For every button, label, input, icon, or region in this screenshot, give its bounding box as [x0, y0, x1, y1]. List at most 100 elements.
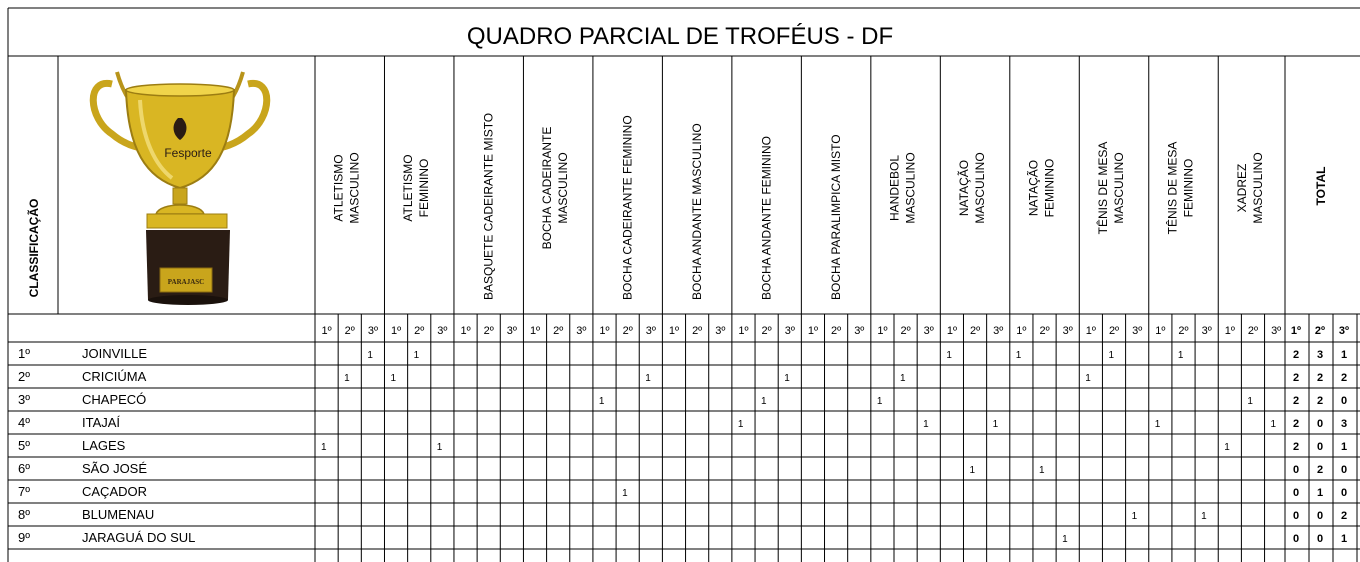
total-place-label: 1º	[1291, 325, 1301, 337]
sport-header-line2: MASCULINO	[348, 152, 362, 223]
place-label: 3º	[368, 325, 378, 337]
trophy-brand: Fesporte	[164, 146, 212, 160]
place-label: 1º	[738, 325, 748, 337]
row-city: CHAPECÓ	[82, 392, 146, 407]
medal-count-cell: 1	[1155, 419, 1161, 430]
sport-header-line1: TÊNIS DE MESA	[1095, 142, 1110, 235]
place-label: 3º	[1202, 325, 1212, 337]
medal-count-cell: 1	[900, 373, 906, 384]
medal-count-cell: 1	[784, 373, 790, 384]
sport-header: BOCHA PARALIMPICA MISTO	[829, 134, 843, 300]
total-cell: 0	[1317, 533, 1323, 545]
medal-count-cell: 1	[1039, 465, 1045, 476]
sport-header-line2: MASCULINO	[904, 152, 918, 223]
medal-count-cell: 1	[622, 488, 628, 499]
place-label: 2º	[484, 325, 494, 337]
medal-count-cell: 1	[414, 350, 420, 361]
place-label: 1º	[530, 325, 540, 337]
total-cell: 1	[1317, 487, 1323, 499]
medal-count-cell: 1	[1085, 373, 1091, 384]
total-cell: 0	[1341, 464, 1347, 476]
medal-count-cell: 1	[877, 396, 883, 407]
classification-header: CLASSIFICAÇÃO	[26, 199, 41, 298]
sport-header-line2: MASCULINO	[1112, 152, 1126, 223]
place-label: 2º	[901, 325, 911, 337]
row-position: 7º	[18, 484, 30, 499]
medal-count-cell: 1	[993, 419, 999, 430]
place-label: 2º	[970, 325, 980, 337]
place-label: 1º	[1086, 325, 1096, 337]
medal-count-cell: 1	[738, 419, 744, 430]
total-cell: 0	[1293, 533, 1299, 545]
place-label: 3º	[1132, 325, 1142, 337]
place-label: 2º	[623, 325, 633, 337]
total-place-label: 3º	[1339, 325, 1349, 337]
total-cell: 2	[1341, 510, 1347, 522]
sport-header-line1: XADREZ	[1235, 164, 1249, 213]
total-place-label: 2º	[1315, 325, 1325, 337]
row-city: CAÇADOR	[82, 484, 147, 499]
row-city: CRICIÚMA	[82, 369, 147, 384]
total-cell: 0	[1317, 510, 1323, 522]
total-cell: 3	[1317, 349, 1323, 361]
total-cell: 1	[1341, 349, 1347, 361]
medal-count-cell: 1	[1224, 442, 1230, 453]
place-label: 3º	[576, 325, 586, 337]
place-label: 3º	[646, 325, 656, 337]
sport-header-line2: MASCULINO	[1251, 152, 1265, 223]
medal-count-cell: 1	[390, 373, 396, 384]
row-city: LAGES	[82, 438, 126, 453]
row-city: SÃO JOSÉ	[82, 461, 147, 476]
sport-header-line2: MASCULINO	[556, 152, 570, 223]
row-city: BLUMENAU	[82, 507, 154, 522]
place-label: 1º	[808, 325, 818, 337]
table-title: QUADRO PARCIAL DE TROFÉUS - DF	[467, 23, 893, 50]
medal-count-cell: 1	[1108, 350, 1114, 361]
sport-header-line1: NATAÇÃO	[1027, 160, 1041, 216]
total-cell: 0	[1293, 464, 1299, 476]
sport-header-line2: MASCULINO	[973, 152, 987, 223]
sport-header-line1: BOCHA PARALIMPICA MISTO	[829, 134, 843, 300]
total-cell: 2	[1293, 441, 1299, 453]
place-label: 2º	[692, 325, 702, 337]
place-label: 3º	[785, 325, 795, 337]
row-position: 9º	[18, 530, 30, 545]
medal-count-cell: 1	[1271, 419, 1277, 430]
total-cell: 1	[1341, 441, 1347, 453]
row-position: 6º	[18, 461, 30, 476]
place-label: 3º	[993, 325, 1003, 337]
medal-count-cell: 1	[437, 442, 443, 453]
total-cell: 2	[1317, 372, 1323, 384]
total-cell: 2	[1293, 418, 1299, 430]
total-cell: 0	[1317, 418, 1323, 430]
medal-count-cell: 1	[1201, 511, 1207, 522]
row-position: 3º	[18, 392, 30, 407]
sport-header-line1: BOCHA ANDANTE MASCULINO	[690, 123, 704, 300]
total-cell: 0	[1293, 510, 1299, 522]
place-label: 1º	[877, 325, 887, 337]
place-label: 1º	[391, 325, 401, 337]
total-cell: 2	[1341, 372, 1347, 384]
medal-count-cell: 1	[1178, 350, 1184, 361]
medal-count-cell: 1	[599, 396, 605, 407]
place-label: 1º	[1155, 325, 1165, 337]
place-label: 3º	[1271, 325, 1281, 337]
place-label: 2º	[831, 325, 841, 337]
medal-count-cell: 1	[1247, 396, 1253, 407]
row-position: 4º	[18, 415, 30, 430]
place-label: 3º	[1063, 325, 1073, 337]
sport-header-line1: BASQUETE CADEIRANTE MISTO	[482, 113, 496, 300]
